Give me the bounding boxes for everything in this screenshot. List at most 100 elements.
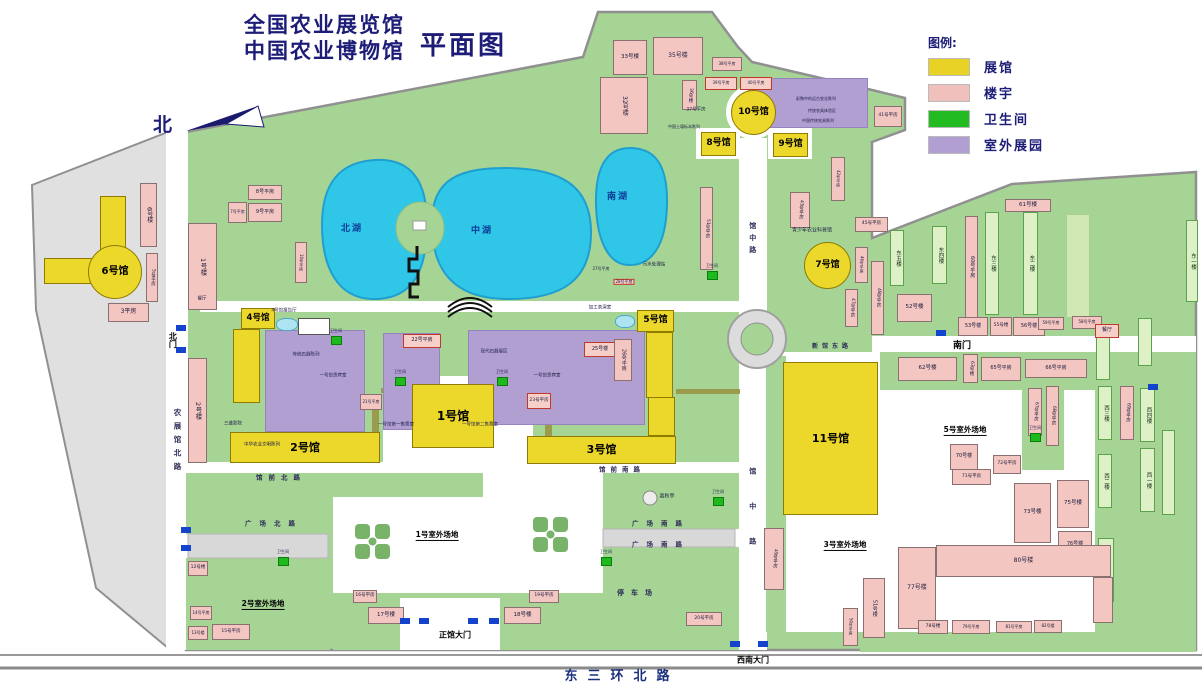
bld-7号平房: 7号平房 <box>228 202 247 223</box>
bld-9号平房: 9号平房 <box>248 203 282 222</box>
gb-西三楼: 西三楼 <box>1098 386 1112 440</box>
ann-一号馆贵宾室: 一号馆贵宾室 <box>533 373 561 379</box>
ann-27号平房: 27号平房 <box>592 265 610 271</box>
road-东三环北路: 东三环北路 <box>564 668 680 684</box>
bld-14号平房: 14号平房 <box>190 606 212 620</box>
marker <box>419 618 429 624</box>
bld-6号楼: 6号楼 <box>140 183 157 247</box>
pool <box>276 318 298 331</box>
legend-swatch <box>928 83 970 102</box>
legend-swatch <box>928 135 970 154</box>
bld-69号平房: 69号平房 <box>1120 386 1134 440</box>
bld-71号平房: 71号平房 <box>952 469 991 485</box>
road-停车场: 停车场 <box>617 589 659 598</box>
bld-66号平房: 66号平房 <box>1025 359 1087 378</box>
ann-嘉秋亭: 嘉秋亭 <box>659 493 675 500</box>
road-广场南路: 广场南路 <box>632 519 690 528</box>
marker <box>176 347 186 353</box>
road-馆前北路: 馆前北路 <box>256 473 306 482</box>
ann-卫生间: 卫生间 <box>1029 424 1041 430</box>
bld-60号平房: 60号平房 <box>965 216 978 318</box>
title-line1: 全国农业展览馆 <box>244 13 405 37</box>
ann-卫生间: 卫生间 <box>706 262 718 268</box>
bld-13号楼: 13号楼 <box>188 626 208 640</box>
bld-2号楼: 2号楼 <box>188 358 207 463</box>
bld-52号楼: 52号楼 <box>897 294 932 322</box>
ann-37号平房: 37号平房 <box>686 107 706 113</box>
legend-swatch <box>928 109 970 128</box>
bld-73号楼: 73号楼 <box>1014 483 1051 543</box>
ann-传统石器陈列: 传统石器陈列 <box>292 352 320 358</box>
ann-卫生间: 卫生间 <box>712 488 724 494</box>
purple <box>265 330 365 432</box>
north-label: 北 <box>153 114 173 136</box>
wb <box>298 318 330 335</box>
bld-58号平房: 58号平房 <box>1072 316 1102 329</box>
marker <box>181 527 191 533</box>
ann-4号馆报告厅: 4号馆报告厅 <box>271 308 297 314</box>
bld-32号楼: 32号楼 <box>600 77 648 134</box>
ann-传统农具体验区: 传统农具体验区 <box>808 107 836 113</box>
hall-7号馆: 7号馆 <box>804 242 851 289</box>
trees <box>1066 214 1090 318</box>
marker <box>758 641 768 647</box>
bld-5号平房: 5号平房 <box>146 253 158 302</box>
bld-48号平房: 48号平房 <box>871 261 884 335</box>
bld-50号平房: 50号平房 <box>843 608 858 646</box>
bld-36号楼: 36号楼 <box>682 80 697 110</box>
road-馆前南路: 馆前南路 <box>599 465 645 474</box>
bld-65号平房: 65号平房 <box>981 357 1021 381</box>
toilet <box>1030 433 1041 442</box>
hall-11号馆: 11号馆 <box>783 362 878 515</box>
gate-西南大门: 西南大门 <box>737 655 769 665</box>
legend-label: 卫生间 <box>984 113 1030 128</box>
bld-39号平房: 39号平房 <box>705 77 737 90</box>
toilet <box>713 497 724 506</box>
hall-5-stem <box>646 332 673 398</box>
marker <box>181 545 191 551</box>
marker <box>176 325 186 331</box>
bld <box>1093 577 1113 623</box>
legend-item: 展馆 <box>928 57 1044 76</box>
ann-加工表演室: 加工表演室 <box>588 305 612 311</box>
ann-餐厅: 餐厅 <box>197 296 207 302</box>
gate-北门: 北门 <box>168 332 178 348</box>
toilet <box>278 557 289 566</box>
north-arrow-icon <box>186 105 265 131</box>
toilet <box>497 377 508 386</box>
toilet <box>601 557 612 566</box>
legend-swatch <box>928 57 970 76</box>
bld-59号平房: 59号平房 <box>1038 317 1064 330</box>
legend-item: 室外展园 <box>928 135 1044 154</box>
marker <box>1148 384 1158 390</box>
bld-55号楼: 55号楼 <box>990 317 1012 336</box>
gate-南门: 南门 <box>952 341 972 352</box>
bld-41号平房: 41号平房 <box>874 106 902 127</box>
bld-70号楼: 70号楼 <box>950 444 978 470</box>
bld-19号平房: 19号平房 <box>529 590 559 603</box>
ann-彩陶中的远古农业陈列: 彩陶中的远古农业陈列 <box>796 95 836 101</box>
bld-63号楼: 63号楼 <box>963 354 978 383</box>
bld-68号平房: 68号平房 <box>1046 386 1059 446</box>
bld-82号楼: 82号楼 <box>1034 620 1062 633</box>
bld-79号平房: 79号平房 <box>952 620 990 634</box>
bld-75号楼: 75号楼 <box>1057 480 1089 528</box>
road-广场北路: 广场北路 <box>245 519 303 528</box>
hall-1号馆: 1号馆 <box>412 384 494 448</box>
bld-23号平房: 23号平房 <box>527 393 551 409</box>
bld-26号平房: 26号平房 <box>614 339 632 381</box>
bld-21号平房: 21号平房 <box>360 394 382 410</box>
legend-label: 楼宇 <box>984 87 1015 102</box>
ann-卫生间: 卫生间 <box>330 327 342 333</box>
bld-43号平房: 43号平房 <box>790 192 810 228</box>
bld-72号平房: 72号平房 <box>993 455 1021 474</box>
bld-81号平房: 81号平房 <box>996 621 1032 633</box>
road-广场南路: 广场南路 <box>632 540 690 549</box>
bld-15号平房: 15号平房 <box>212 624 250 640</box>
pool <box>615 315 635 328</box>
toilet <box>707 271 718 280</box>
toilet <box>331 336 342 345</box>
legend-item: 楼宇 <box>928 83 1044 102</box>
legend: 图例: 展馆楼宇卫生间室外展园 <box>928 34 1044 161</box>
ann-中国传统农具陈列: 中国传统农具陈列 <box>802 117 834 123</box>
